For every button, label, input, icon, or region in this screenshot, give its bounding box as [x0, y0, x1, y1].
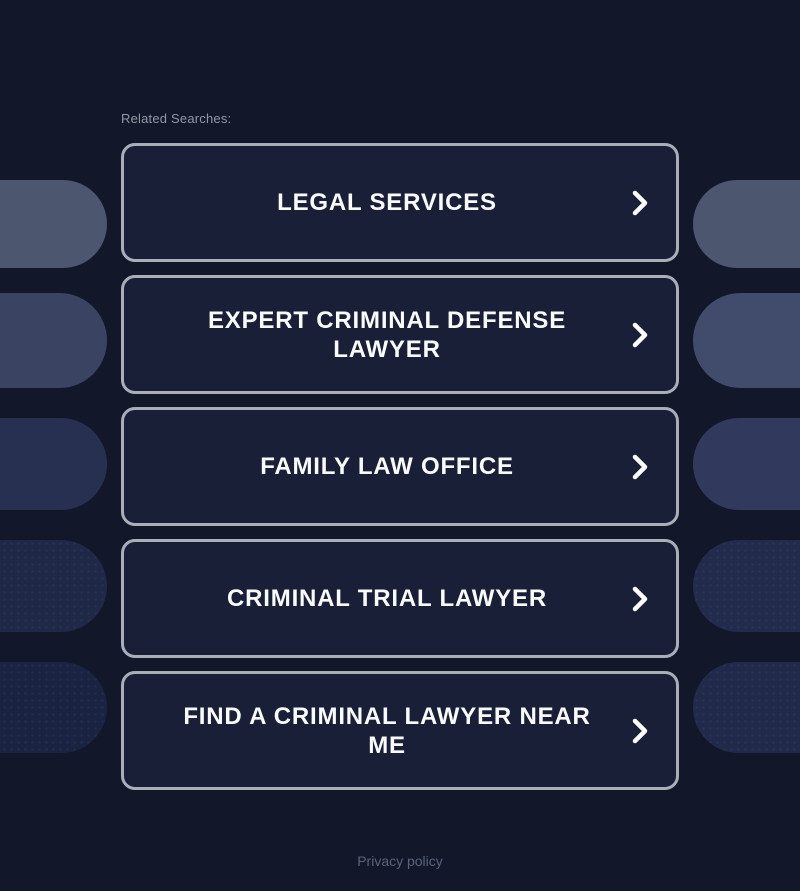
related-search-button-find-a-criminal-lawyer-near-me[interactable]: FIND A CRIMINAL LAWYER NEAR ME [121, 671, 679, 790]
decorative-pill-right-1 [693, 180, 800, 268]
related-search-button-criminal-trial-lawyer[interactable]: CRIMINAL TRIAL LAWYER [121, 539, 679, 658]
chevron-right-icon [630, 321, 650, 349]
decorative-pill-right-2 [693, 293, 800, 388]
related-searches-label: Related Searches: [121, 111, 232, 126]
chevron-right-icon [630, 189, 650, 217]
decorative-pill-right-5 [693, 662, 800, 753]
decorative-pill-right-3 [693, 418, 800, 510]
related-search-button-family-law-office[interactable]: FAMILY LAW OFFICE [121, 407, 679, 526]
button-label: CRIMINAL TRIAL LAWYER [227, 585, 547, 612]
decorative-pill-left-3 [0, 418, 107, 510]
decorative-pill-left-4 [0, 540, 107, 632]
decorative-pill-left-5 [0, 662, 107, 753]
decorative-pill-left-2 [0, 293, 107, 388]
chevron-right-icon [630, 717, 650, 745]
related-search-button-expert-criminal-defense-lawyer[interactable]: EXPERT CRIMINAL DEFENSE LAWYER [121, 275, 679, 394]
chevron-right-icon [630, 585, 650, 613]
related-search-button-legal-services[interactable]: LEGAL SERVICES [121, 143, 679, 262]
button-label: LEGAL SERVICES [277, 189, 497, 216]
decorative-pill-right-4 [693, 540, 800, 632]
button-label: FAMILY LAW OFFICE [260, 453, 514, 480]
privacy-policy-link[interactable]: Privacy policy [357, 853, 443, 869]
decorative-pill-left-1 [0, 180, 107, 268]
related-searches-list: LEGAL SERVICES EXPERT CRIMINAL DEFENSE L… [121, 143, 679, 790]
button-label: FIND A CRIMINAL LAWYER NEAR ME [183, 702, 591, 759]
button-label: EXPERT CRIMINAL DEFENSE LAWYER [208, 306, 566, 363]
chevron-right-icon [630, 453, 650, 481]
